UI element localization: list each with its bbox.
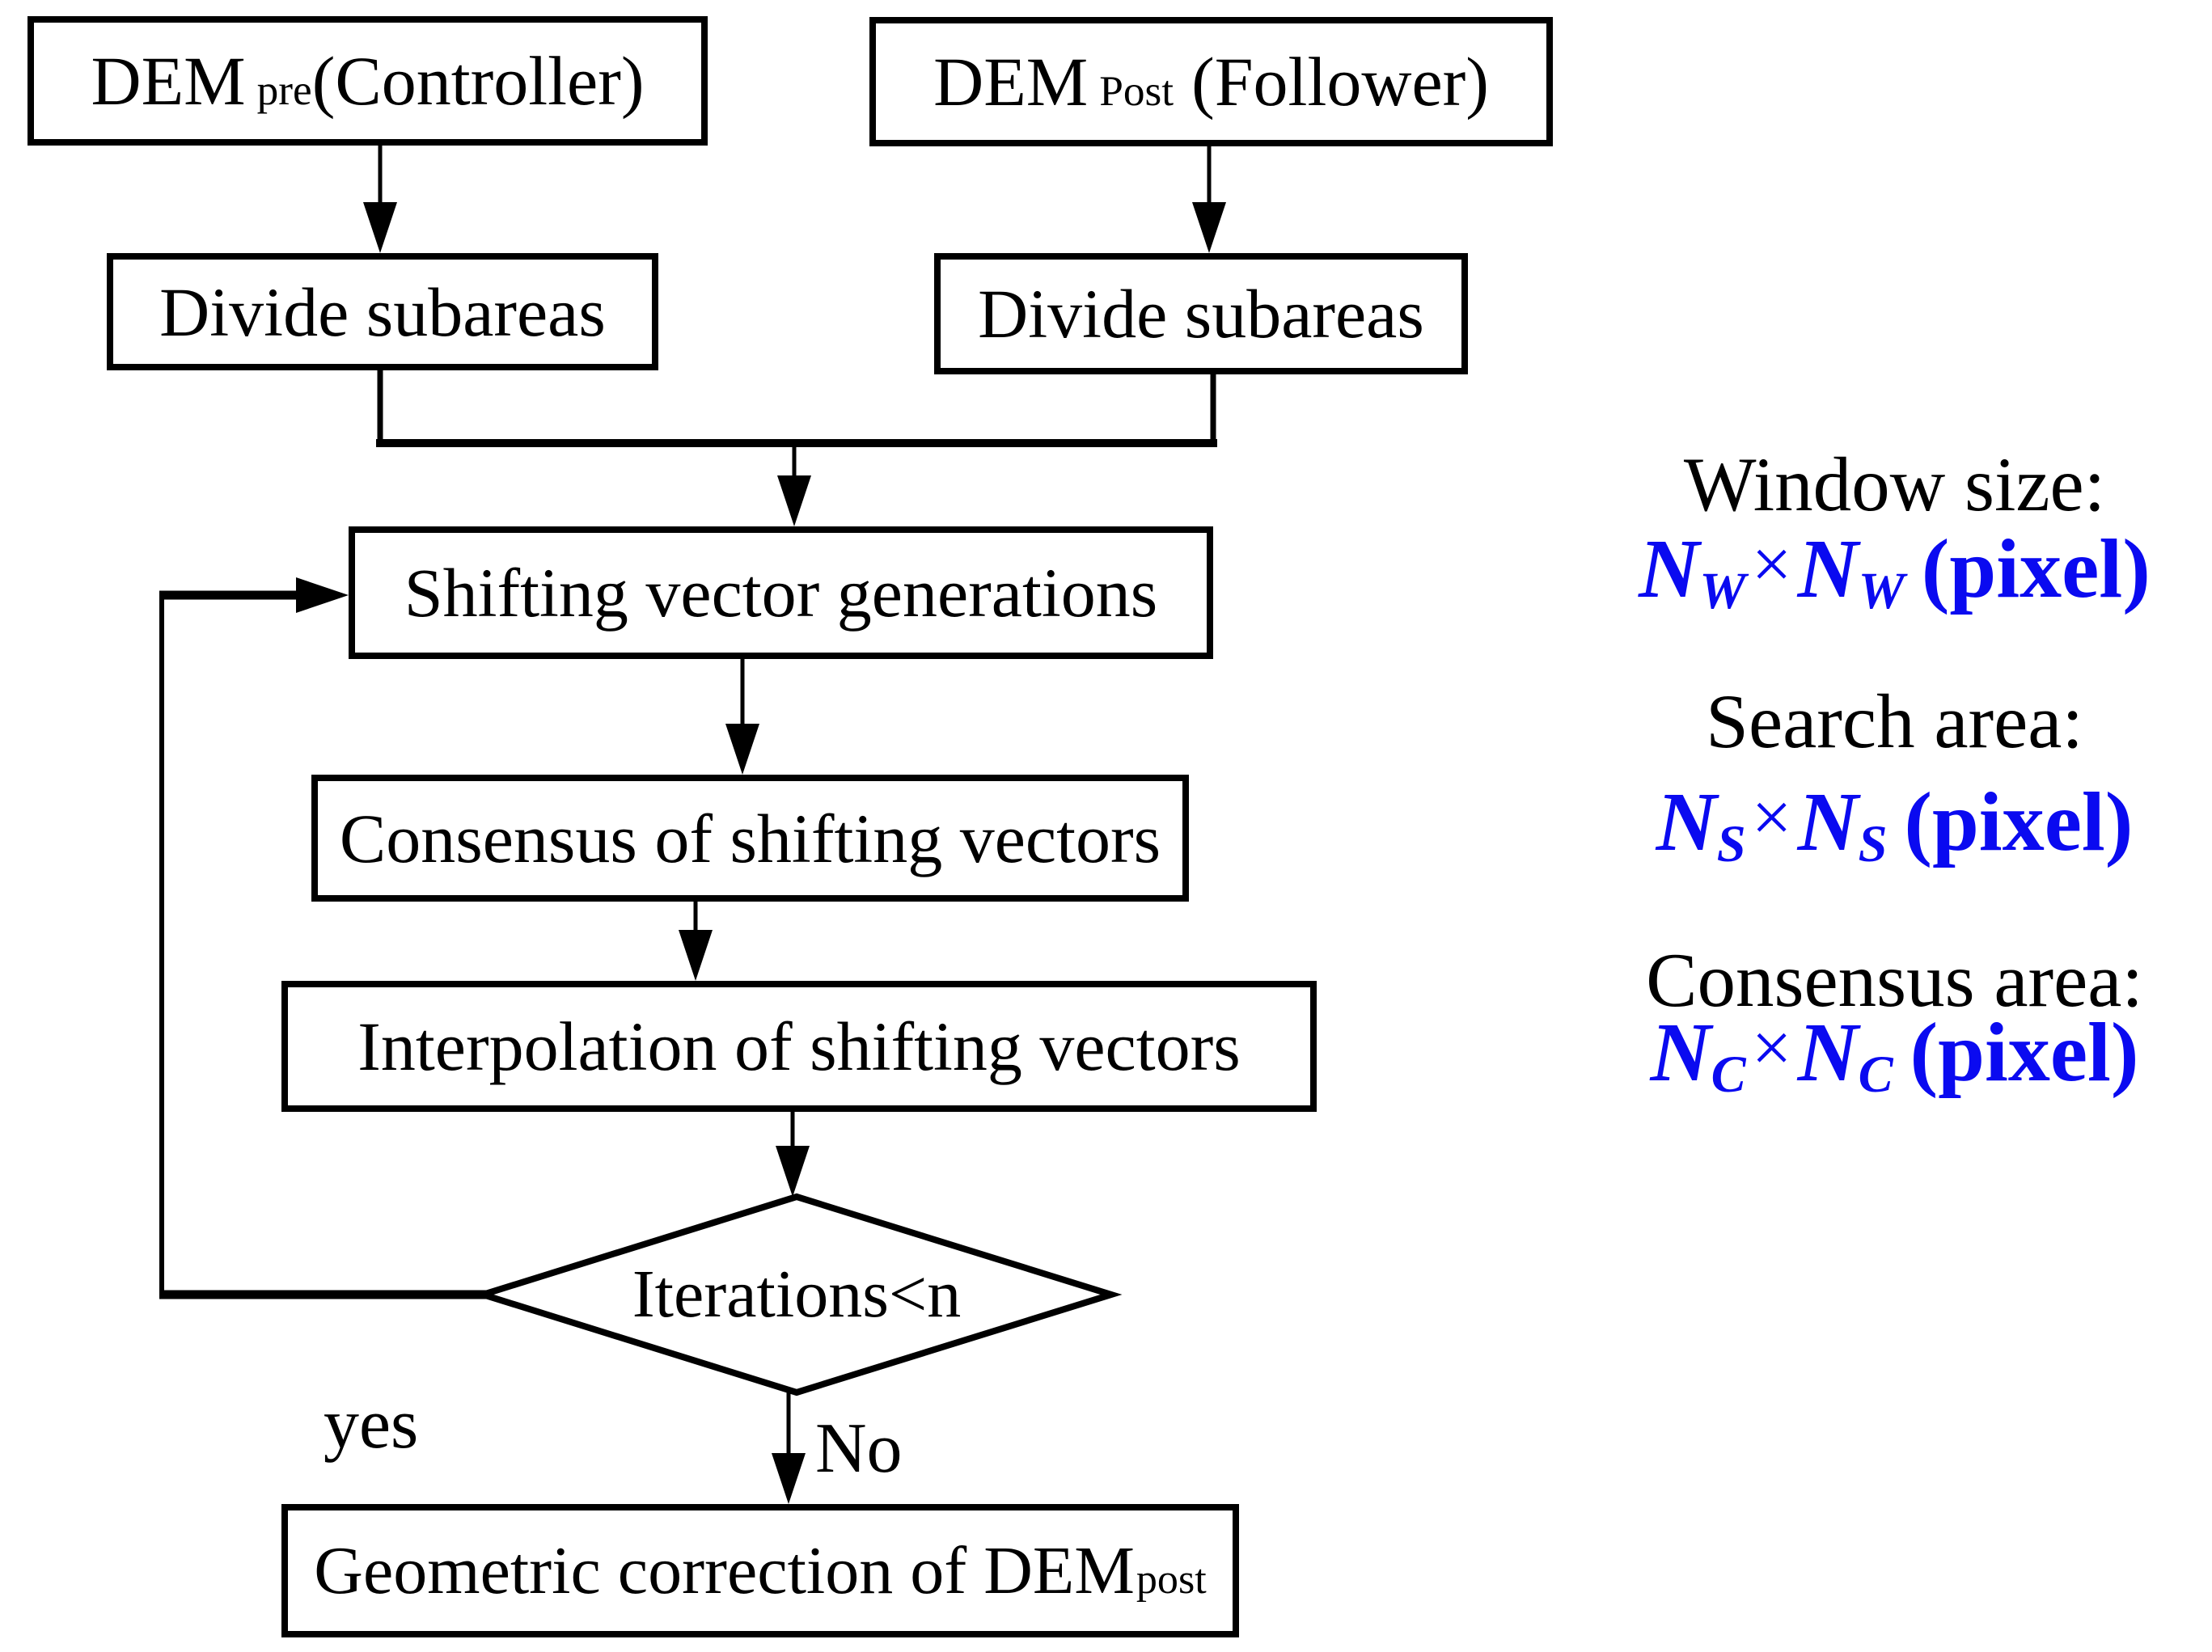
node-dem-post-label: DEM — [933, 43, 1089, 120]
annotation-consensus-area-formula: NC×NC(pixel) — [1577, 1008, 2212, 1101]
node-geometric-correction-label: Geometric correction of DEM — [314, 1532, 1135, 1608]
math-unit: (pixel) — [1910, 1006, 2139, 1099]
node-dem-pre-rest: (Controller) — [311, 42, 645, 120]
node-divide-subareas-right-label: Divide subareas — [978, 275, 1424, 353]
math-subscript: W — [1699, 562, 1746, 620]
math-var: N — [1639, 522, 1700, 615]
annotation-consensus-area-title: Consensus area: — [1646, 937, 2143, 1023]
node-dem-pre-subscript: pre — [256, 65, 312, 115]
node-iterations-decision-label: Iterations<n — [632, 1257, 962, 1332]
node-iterations-decision: Iterations<n — [554, 1250, 1039, 1339]
parameter-annotations: Window size: NW×NW(pixel) Search area: N… — [1577, 0, 2212, 1652]
annotation-search-area-formula: NS×NS(pixel) — [1577, 778, 2212, 870]
node-dem-pre-label: DEM — [91, 42, 246, 120]
math-var: N — [1656, 775, 1717, 868]
math-subscript: C — [1858, 1046, 1893, 1104]
math-var: N — [1797, 522, 1859, 615]
math-subscript: C — [1711, 1046, 1746, 1104]
edge-label-no: No — [815, 1409, 903, 1488]
node-consensus-of-shifting-vectors-label: Consensus of shifting vectors — [339, 799, 1161, 877]
node-dem-post-subscript: Post — [1099, 66, 1174, 116]
node-shifting-vector-generations: Shifting vector generations — [349, 526, 1213, 659]
node-divide-subareas-left-label: Divide subareas — [159, 273, 606, 351]
node-interpolation-of-shifting-vectors: Interpolation of shifting vectors — [281, 981, 1317, 1112]
math-var: N — [1650, 1006, 1711, 1099]
math-unit: (pixel) — [1904, 775, 2134, 868]
math-subscript: W — [1858, 562, 1905, 620]
node-divide-subareas-right: Divide subareas — [934, 253, 1468, 374]
math-var: N — [1797, 1006, 1859, 1099]
loopback-yes-connector — [159, 577, 487, 1299]
math-var: N — [1797, 775, 1859, 868]
decision-diamond-shape — [472, 1193, 1123, 1396]
times-symbol: × — [1751, 525, 1792, 605]
math-unit: (pixel) — [1921, 522, 2151, 615]
math-subscript: S — [1858, 815, 1888, 873]
node-interpolation-of-shifting-vectors-label: Interpolation of shifting vectors — [357, 1008, 1241, 1085]
arrow-decision-to-geometric — [772, 1392, 806, 1504]
edge-label-yes: yes — [324, 1385, 419, 1464]
math-subscript: S — [1716, 815, 1746, 873]
times-symbol: × — [1751, 778, 1792, 858]
annotation-window-size-title: Window size: — [1683, 442, 2106, 527]
node-geometric-correction-subscript: post — [1136, 1556, 1207, 1603]
node-dem-post-rest: (Follower) — [1191, 43, 1489, 120]
annotation-window-size-formula: NW×NW(pixel) — [1577, 525, 2212, 617]
node-shifting-vector-generations-label: Shifting vector generations — [404, 554, 1158, 632]
node-divide-subareas-left: Divide subareas — [107, 253, 658, 370]
times-symbol: × — [1751, 1008, 1792, 1088]
node-consensus-of-shifting-vectors: Consensus of shifting vectors — [311, 775, 1189, 902]
annotation-search-area-title: Search area: — [1706, 678, 2083, 764]
